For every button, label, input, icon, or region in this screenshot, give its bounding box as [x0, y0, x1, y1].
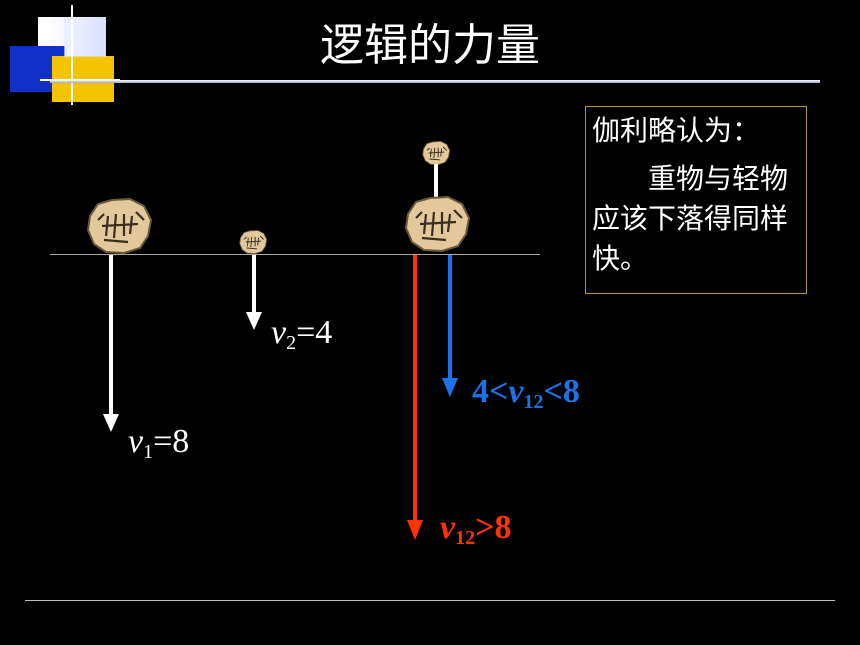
callout-heading: 伽利略认为： [592, 114, 761, 147]
light-rock-icon [239, 229, 268, 255]
v12-gt-label: v12>8 [440, 509, 512, 549]
v1-label: v1=8 [128, 423, 190, 463]
page-title: 逻辑的力量 [320, 20, 540, 71]
v12-gt-arrowhead [407, 520, 423, 540]
combined-rocks-icon [404, 140, 471, 253]
v2-arrowhead [246, 312, 262, 330]
v2-label: v2=4 [271, 314, 333, 354]
footer-divider [25, 600, 835, 601]
galileo-callout: 伽利略认为： 重物与轻物应该下落得同样快。 [585, 106, 807, 294]
v1-arrowhead [103, 414, 119, 432]
header-divider [50, 80, 820, 83]
v12-range-label: 4<v12<8 [472, 373, 580, 413]
corner-squares-decoration [10, 5, 120, 105]
callout-body: 重物与轻物应该下落得同样快。 [592, 162, 789, 275]
heavy-rock-icon [86, 197, 153, 255]
ground-line [50, 254, 540, 255]
v12-range-arrowhead [442, 378, 458, 397]
